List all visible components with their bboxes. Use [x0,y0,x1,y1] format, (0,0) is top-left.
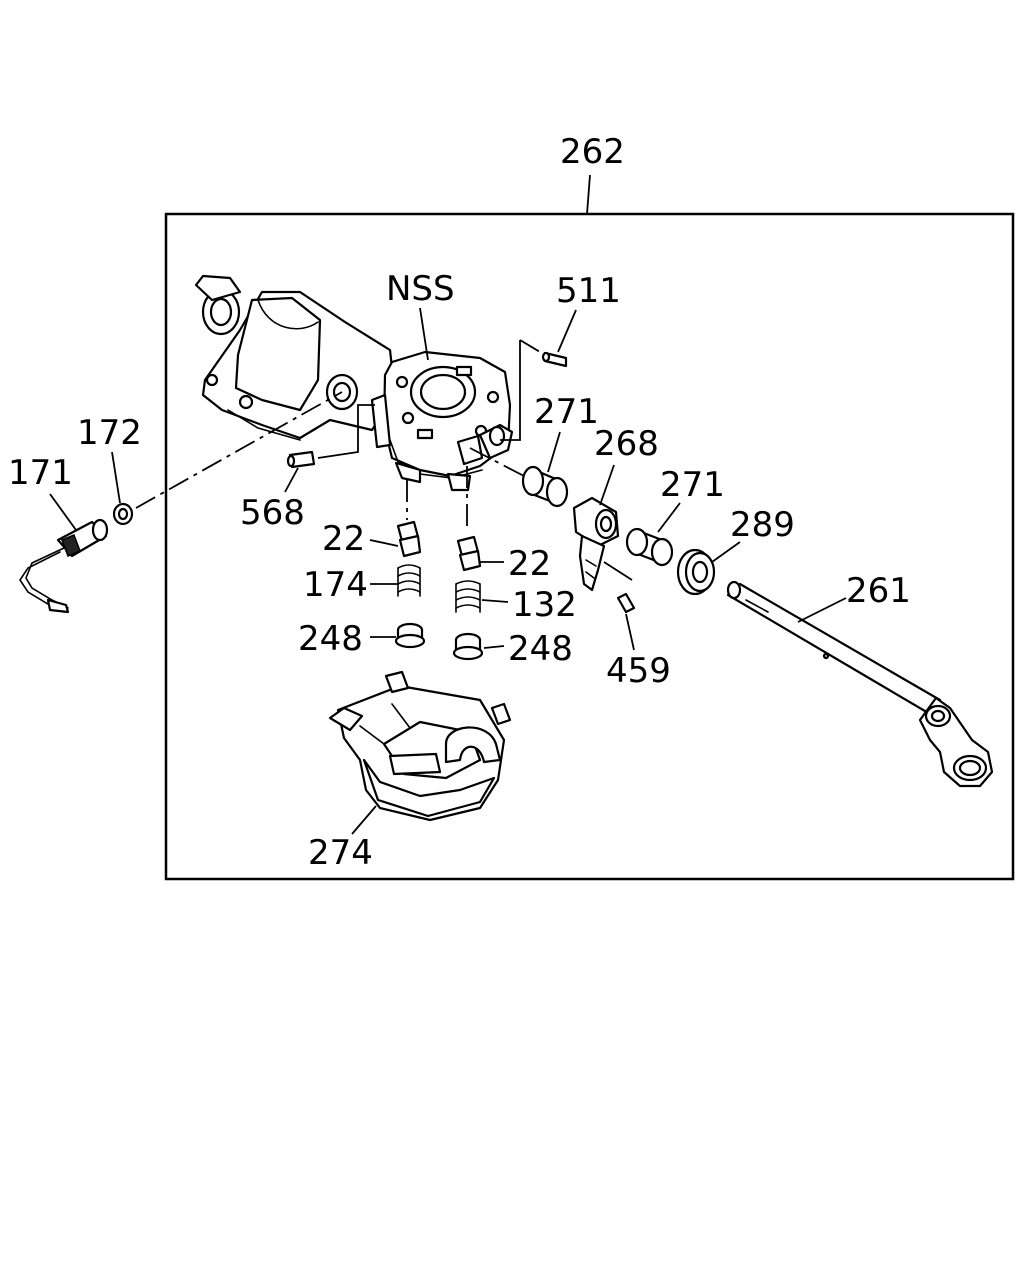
shift-housing [194,274,514,492]
label-nss: NSS [386,269,455,309]
bushing-271-a [521,465,569,508]
plug-248-right [452,632,484,661]
label-248-left: 248 [298,619,363,659]
leader-248-right [483,645,505,649]
spring-174 [397,564,421,597]
pin-511 [541,351,568,368]
pin-459 [616,592,636,614]
label-172: 172 [77,413,142,453]
leader-22-left [369,539,399,547]
detent-22-right [456,535,482,572]
leader-262 [586,174,591,215]
label-262: 262 [560,132,625,172]
guide-172 [135,391,343,509]
washer-172-hole [117,507,129,521]
leader-132 [481,599,509,603]
leader-171 [49,493,77,531]
leader-261 [797,597,847,623]
leader-271-a [547,431,561,473]
label-271-b: 271 [660,465,725,505]
label-268: 268 [594,424,659,464]
label-289: 289 [730,505,795,545]
leader-289 [711,541,741,563]
guide-shaft [469,447,525,477]
leader-271-b [657,502,681,533]
guide-511-b [500,340,521,441]
label-568: 568 [240,493,305,533]
label-22-left: 22 [322,519,365,559]
switch-171 [19,518,109,614]
label-248-right: 248 [508,629,573,669]
detent-22-left [396,520,422,558]
leader-172 [111,451,121,504]
guide-568 [317,404,375,459]
lever-268 [572,496,620,592]
label-171: 171 [8,453,73,493]
leader-274 [351,805,377,835]
assembly-frame [164,212,1015,881]
bearing-289 [676,548,716,596]
leader-568 [284,467,299,493]
boot-274 [328,670,512,822]
label-261: 261 [846,571,911,611]
spring-132 [455,580,481,613]
leader-nss [419,307,429,361]
bushing-271-b [625,527,674,567]
leader-511 [557,309,577,353]
plug-248-left [394,622,426,649]
guide-459 [603,561,633,581]
label-459: 459 [606,651,671,691]
leader-459 [625,613,635,651]
label-511: 511 [556,271,621,311]
label-274: 274 [308,833,373,873]
label-132: 132 [512,585,577,625]
label-271-a: 271 [534,392,599,432]
shaft-261 [726,580,994,788]
plug-568 [286,450,316,469]
guide-511 [519,339,541,353]
leader-268 [599,464,615,506]
label-22-right: 22 [508,544,551,584]
label-174: 174 [303,565,368,605]
